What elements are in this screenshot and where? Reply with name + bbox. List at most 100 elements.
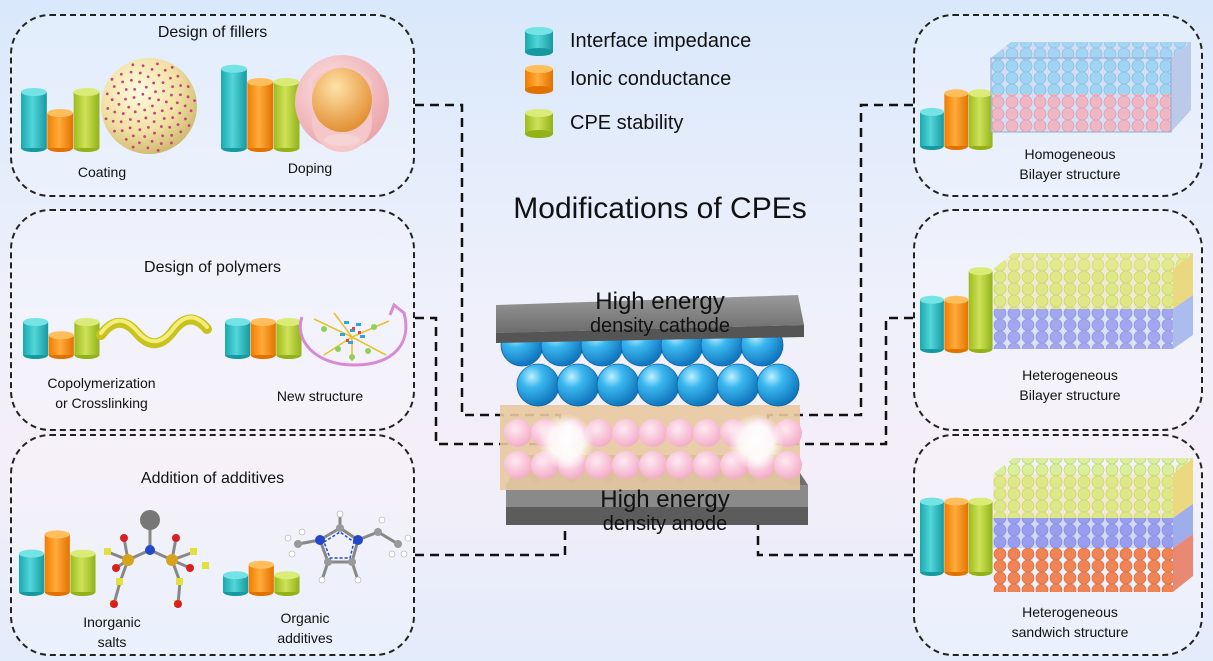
coated-filler-sphere-icon xyxy=(101,58,197,154)
legend: Interface impedance Ionic conductance CP… xyxy=(524,26,824,141)
cpe-stability-bar xyxy=(70,549,96,596)
inorganic-label: Inorganic salts xyxy=(62,612,162,652)
organic-label: Organic additives xyxy=(255,608,355,648)
bar-chart-heterogeneous-bilayer xyxy=(920,267,993,353)
panel-heterogeneous-bilayer: Heterogeneous Bilayer structure xyxy=(913,209,1203,431)
interface-impedance-bar xyxy=(223,571,249,596)
cpe-stability-bar xyxy=(968,497,993,576)
copolymer-label-line1: Copolymerization xyxy=(47,375,156,391)
connector-heterogeneous-bilayer xyxy=(770,316,913,446)
homogeneous-caption: Homogeneous Bilayer structure xyxy=(975,144,1165,184)
inorganic-label-line1: Inorganic xyxy=(83,614,141,630)
green-cylinder-icon xyxy=(525,109,553,138)
battery-stack-illustration xyxy=(496,295,808,525)
sandwich-caption-line1: Heterogeneous xyxy=(1022,604,1118,620)
cpe-stability-bar xyxy=(968,89,993,150)
connector-fillers xyxy=(415,103,562,440)
anode-label: High energy density anode xyxy=(545,488,785,536)
cathode-plate xyxy=(496,295,804,343)
legend-label: CPE stability xyxy=(570,112,684,134)
polymer-chain-icon xyxy=(96,314,212,349)
legend-label: Interface impedance xyxy=(570,30,752,52)
cpe-stability-bar xyxy=(273,78,300,152)
cathode-label: High energy density cathode xyxy=(540,290,780,338)
legend-label: Ionic conductance xyxy=(570,68,732,90)
ionic-conductance-bar xyxy=(247,78,274,152)
ionic-conductance-bar xyxy=(44,530,70,596)
interface-glow-left xyxy=(538,414,594,470)
connector-sandwich xyxy=(756,452,913,557)
interface-impedance-bar xyxy=(920,295,944,353)
inorganic-salt-molecule-icon xyxy=(104,510,209,608)
heterogeneous-bilayer-caption-line1: Heterogeneous xyxy=(1022,367,1118,383)
main-title: Modifications of CPEs xyxy=(513,192,807,225)
bar-chart-homogeneous xyxy=(920,89,993,150)
bar-chart-copolymer xyxy=(23,318,100,359)
interface-impedance-bar xyxy=(920,497,944,576)
organic-additive-molecule-icon xyxy=(284,510,412,584)
heterogeneous-sandwich-block-icon xyxy=(993,458,1193,592)
panel-title: Design of polymers xyxy=(144,259,281,276)
ionic-conductance-bar xyxy=(248,560,274,596)
cathode-label-line2: density cathode xyxy=(589,315,731,337)
anode-label-line2: density anode xyxy=(602,513,728,535)
connector-polymers xyxy=(415,316,560,446)
sandwich-caption-line2: sandwich structure xyxy=(1011,624,1129,640)
connector-homogeneous xyxy=(766,103,913,440)
interface-impedance-bar xyxy=(23,318,49,359)
cpe-stability-bar xyxy=(968,267,993,353)
anode-label-line1: High energy xyxy=(600,486,730,513)
copolymer-label: Copolymerization or Crosslinking xyxy=(34,373,169,413)
orange-cylinder-icon xyxy=(525,65,553,94)
homogeneous-caption-line1: Homogeneous xyxy=(1024,146,1116,162)
interface-impedance-bar xyxy=(19,549,45,596)
ionic-conductance-bar xyxy=(944,89,969,150)
panel-homogeneous-bilayer: Homogeneous Bilayer structure xyxy=(913,14,1203,197)
copolymer-label-line2: or Crosslinking xyxy=(55,395,148,411)
cpe-stability-bar xyxy=(274,571,300,596)
bar-chart-coating xyxy=(21,88,100,152)
bar-chart-organic xyxy=(223,560,300,596)
panel-heterogeneous-sandwich: Heterogeneous sandwich structure xyxy=(913,434,1203,656)
panel-addition-of-additives: Addition of additives Inorganic salts xyxy=(10,434,415,656)
ionic-conductance-bar xyxy=(250,318,276,359)
heterogeneous-bilayer-block-icon xyxy=(993,253,1193,349)
organic-label-line1: Organic xyxy=(280,610,330,626)
bar-chart-doping xyxy=(221,64,300,152)
new-structure-label: New structure xyxy=(276,388,364,404)
panel-title: Design of fillers xyxy=(157,24,268,41)
cathode-label-line1: High energy xyxy=(595,288,725,315)
bar-chart-inorganic xyxy=(19,530,96,596)
interface-impedance-bar xyxy=(225,318,251,359)
homogeneous-caption-line2: Bilayer structure xyxy=(1019,166,1121,182)
homogeneous-bilayer-block-icon xyxy=(990,42,1191,133)
interface-glow-right xyxy=(728,414,784,470)
electrolyte-slab xyxy=(500,405,802,490)
organic-label-line2: additives xyxy=(277,630,333,646)
heterogeneous-bilayer-caption: Heterogeneous Bilayer structure xyxy=(975,365,1165,405)
teal-cylinder-icon xyxy=(525,27,553,56)
ionic-conductance-bar xyxy=(944,295,969,353)
ionic-conductance-bar xyxy=(47,109,74,152)
interface-impedance-bar xyxy=(221,64,247,152)
panel-title: Addition of additives xyxy=(140,470,285,487)
heterogeneous-bilayer-caption-line2: Bilayer structure xyxy=(1019,387,1121,403)
cpe-stability-bar xyxy=(276,318,302,359)
sandwich-caption: Heterogeneous sandwich structure xyxy=(975,602,1165,642)
interface-impedance-bar xyxy=(920,107,944,150)
polymer-network-icon xyxy=(298,302,408,367)
doped-filler-core-shell-icon xyxy=(295,55,389,152)
interface-impedance-bar xyxy=(21,88,47,152)
inorganic-label-line2: salts xyxy=(97,634,127,650)
cpe-stability-bar xyxy=(74,318,100,359)
doping-label: Doping xyxy=(287,160,333,176)
bar-chart-sandwich xyxy=(920,497,993,576)
cpe-stability-bar xyxy=(73,88,100,152)
panel-design-of-polymers: Design of polymers Copolymerization or C… xyxy=(10,209,415,431)
ionic-conductance-bar xyxy=(48,331,74,359)
bar-chart-new-structure xyxy=(225,318,302,359)
ionic-conductance-bar xyxy=(944,497,969,576)
coating-label: Coating xyxy=(77,164,127,180)
panel-design-of-fillers: Design of fillers Coating Doping xyxy=(10,14,415,197)
